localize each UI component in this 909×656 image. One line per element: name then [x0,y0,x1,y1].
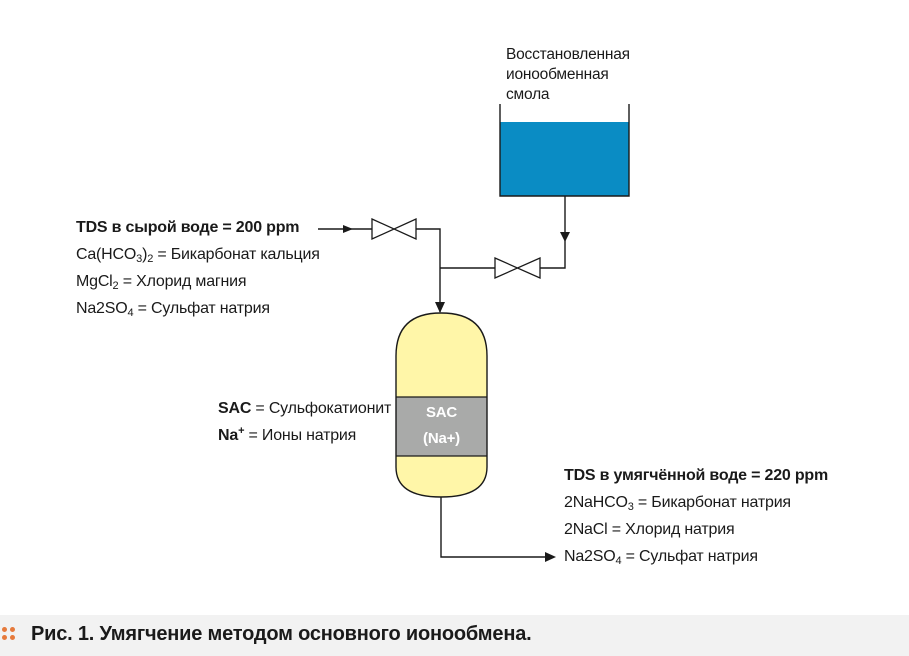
column-lower-body [396,456,487,497]
tank-label-line-3: смола [506,86,550,103]
tank-outlet-line [540,196,566,269]
tank-resin-fill [500,122,629,196]
column-resin-label-1: SAC [425,404,458,421]
softened-water-title: TDS в умягчённой воде = 220 ppm [564,467,829,484]
tank-outlet-arrow [560,232,570,242]
column-resin-band [396,397,487,456]
tank-label-line-2: ионообменная [506,66,609,83]
legend-sac: SAC = Сульфокатионит [218,400,392,417]
figure-caption-text: Умягчение методом основного ионообмена. [94,623,532,645]
column-outlet-arrow [545,552,556,562]
column-outline [395,312,488,498]
raw-water-item-1: Ca(HCO3)2 = Бикарбонат кальция [76,246,320,265]
column-resin-label-2: (Na+) [423,430,460,447]
legend-na: Na+ = Ионы натрия [218,425,357,445]
figure-caption-prefix: Рис. 1. [31,623,95,645]
raw-water-item-3: Na2SO4 = Сульфат натрия [76,300,270,319]
raw-water-title: TDS в сырой воде = 200 ppm [76,219,300,236]
softened-water-item-1: 2NaHCO3 = Бикарбонат натрия [564,494,791,513]
figure-caption: Рис. 1. Умягчение методом основного ионо… [31,623,532,646]
sac-column [395,312,488,498]
tank-label-line-1: Восстановленная [506,46,630,63]
ion-exchange-diagram [318,104,630,562]
resin-tank [499,104,630,197]
column-inlet-arrow [435,302,445,313]
softened-water-item-2: 2NaCl = Хлорид натрия [564,521,735,538]
valve-1-to-column-line [416,228,441,312]
valve-1-icon [371,217,417,241]
raw-water-item-2: MgCl2 = Хлорид магния [76,273,247,292]
caption-bullet-icon [2,627,22,645]
column-upper-body [396,313,487,397]
tank-label: Восстановленная ионообменная смола [506,45,630,105]
valve-2-icon [494,256,541,280]
softened-water-item-3: Na2SO4 = Сульфат натрия [564,548,758,567]
figure-caption-bar: Рис. 1. Умягчение методом основного ионо… [0,615,909,656]
column-outlet-line [440,497,548,558]
